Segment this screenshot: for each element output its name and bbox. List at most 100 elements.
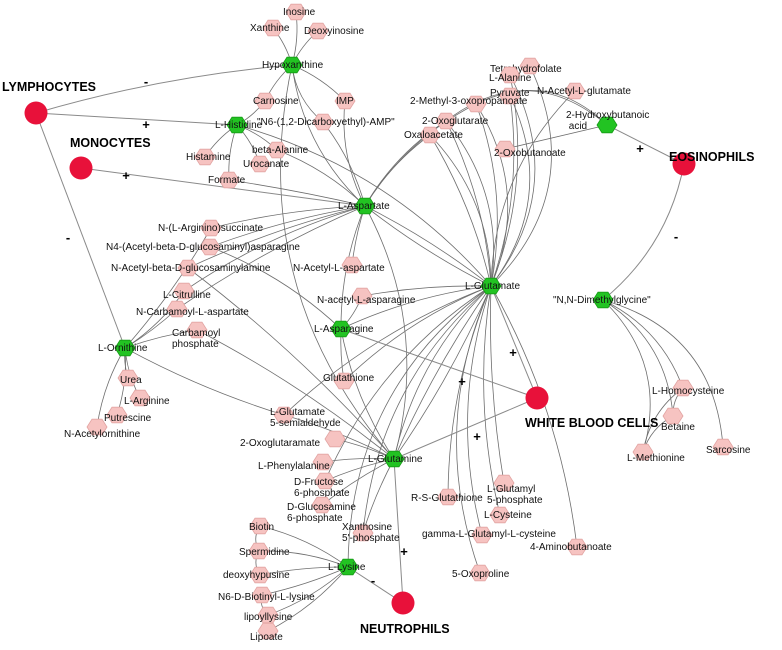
metabolite-node-spermidine[interactable]: Spermidine xyxy=(239,542,290,560)
metabolite-node-biotinyllysine[interactable]: N6-D-Biotinyl-L-lysine xyxy=(218,586,315,604)
hub-node-lysine[interactable]: L-Lysine xyxy=(328,558,366,576)
association-edge-lymphocytes-histidine xyxy=(35,112,238,126)
reaction-edge-dmg-sarcosine-65 xyxy=(602,299,724,448)
reaction-edge-glutamate-acetylasparagine-44 xyxy=(361,285,492,297)
metabolite-node-sarcosine[interactable]: Sarcosine xyxy=(706,438,751,456)
metabolite-node-thf[interactable]: Tetrahydrofolate xyxy=(490,57,562,75)
hub-node-histidine[interactable]: L-Histidine xyxy=(215,116,263,134)
hub-node-dmg[interactable]: "N,N-Dimethylglycine" xyxy=(553,291,651,309)
metabolite-node-urea[interactable]: Urea xyxy=(117,369,142,387)
metabolite-hexagon-oxoglutaramate xyxy=(324,430,346,448)
metabolite-node-oxobutanoate[interactable]: 2-Oxobutanoate xyxy=(494,140,566,159)
metabolite-node-deoxyhypusine[interactable]: deoxyhypusine xyxy=(223,566,290,584)
metabolite-node-betaine[interactable]: Betaine xyxy=(661,407,695,433)
metabolite-node-oxoproline[interactable]: 5-Oxoproline xyxy=(452,564,510,582)
hub-node-ornithine[interactable]: L-Ornithine xyxy=(98,339,148,357)
metabolite-node-citrulline[interactable]: L-Citrulline xyxy=(163,282,211,301)
metabolite-node-deoxyinosine[interactable]: Deoxyinosine xyxy=(304,22,364,40)
reaction-edge-aspartate-glutamine-29 xyxy=(364,205,408,460)
metabolite-node-histamine[interactable]: Histamine xyxy=(186,148,231,166)
metabolite-node-methyloxo[interactable]: 2-Methyl-3-oxopropanoate xyxy=(410,95,528,113)
metabolite-node-methionine[interactable]: L-Methionine xyxy=(627,443,685,464)
metabolite-hexagon-carnosine xyxy=(254,92,276,110)
hub-hexagon-ornithine xyxy=(114,339,136,357)
metabolite-hexagon-imp xyxy=(334,92,356,110)
metabolite-node-homocysteine[interactable]: L-Homocysteine xyxy=(652,379,725,397)
hub-node-glutamate[interactable]: L-Glutamate xyxy=(465,277,520,295)
hub-node-hydroxybut[interactable]: 2-Hydroxybutanoic acid xyxy=(566,110,649,134)
metabolite-node-acetylasparagine[interactable]: N-acetyl-L-asparagine xyxy=(317,287,416,306)
hub-node-asparagine[interactable]: L-Asparagine xyxy=(314,320,374,338)
metabolite-hexagon-n4acetyl xyxy=(199,238,221,256)
metabolite-node-arginine[interactable]: L-Arginine xyxy=(124,389,170,407)
reaction-edge-glutamate-oxoglutarate-35 xyxy=(445,120,494,287)
metabolite-node-glutathione[interactable]: Glutathione xyxy=(323,372,375,390)
metabolite-node-phenylalanine[interactable]: L-Phenylalanine xyxy=(258,453,334,472)
reaction-edge-aspartate-n4acetyl-21 xyxy=(209,205,366,248)
metabolite-label-biotin: Biotin xyxy=(249,522,274,533)
metabolite-node-oxoglutaramate[interactable]: 2-Oxoglutaramate xyxy=(240,430,346,449)
metabolite-node-inosine[interactable]: Inosine xyxy=(283,3,316,21)
hub-hexagon-glutamine xyxy=(383,450,405,468)
metabolite-node-acetylglutamate[interactable]: N-Acetyl-L-glutamate xyxy=(537,82,631,100)
metabolite-node-pyruvate[interactable]: Pyruvate xyxy=(490,87,530,105)
sign-s_wbc_asn: + xyxy=(458,374,466,389)
metabolite-node-gammaglutamyl[interactable]: gamma-L-Glutamyl-L-cysteine xyxy=(422,526,556,544)
metabolite-node-n4acetyl[interactable]: N4-(Acetyl-beta-D-glucosaminyl)asparagin… xyxy=(106,238,300,256)
hub-label-histidine: L-Histidine xyxy=(215,120,263,131)
cell-label-eosinophils: EOSINOPHILS xyxy=(669,150,754,164)
hub-hexagon-hypoxanthine xyxy=(281,56,303,74)
metabolite-node-lipoate[interactable]: Lipoate xyxy=(250,622,283,643)
metabolite-node-lipoyllysine[interactable]: lipoyllysine xyxy=(244,606,293,624)
cell-circle-neutrophils xyxy=(391,591,415,615)
metabolite-label-arginosuccinate: N-(L-Arginino)succinate xyxy=(158,223,263,234)
metabolite-node-oxaloacetate[interactable]: Oxaloacetate xyxy=(404,126,463,144)
metabolite-node-formate[interactable]: Formate xyxy=(208,171,246,189)
metabolite-node-arginosuccinate[interactable]: N-(L-Arginino)succinate xyxy=(158,219,263,237)
metabolite-node-aminobutanoate[interactable]: 4-Aminobutanoate xyxy=(530,538,612,556)
metabolite-node-urocanate[interactable]: Urocanate xyxy=(243,155,290,173)
reaction-edges xyxy=(96,11,724,632)
metabolite-node-rsglutathione[interactable]: R-S-Glutathione xyxy=(411,488,483,506)
cell-node-eosinophils[interactable]: EOSINOPHILS xyxy=(669,150,754,176)
hub-node-glutamine[interactable]: L-Glutamine xyxy=(368,450,423,468)
cell-node-wbc[interactable]: WHITE BLOOD CELLS xyxy=(525,386,658,431)
metabolite-node-oxoglutarate[interactable]: 2-Oxoglutarate xyxy=(422,112,489,130)
metabolite-node-imp[interactable]: IMP xyxy=(334,92,356,110)
metabolite-hexagon-glutamyl5p xyxy=(493,474,515,492)
cell-label-wbc: WHITE BLOOD CELLS xyxy=(525,416,658,430)
metabolite-node-carnosine[interactable]: Carnosine xyxy=(253,92,299,110)
cell-node-lymphocytes[interactable]: LYMPHOCYTES xyxy=(2,80,96,125)
metabolite-node-putrescine[interactable]: Putrescine xyxy=(104,406,152,424)
metabolite-node-cysteine[interactable]: L-Cysteine xyxy=(484,506,532,524)
metabolite-node-biotin[interactable]: Biotin xyxy=(249,517,274,535)
metabolite-node-acetylornithine[interactable]: N-Acetylornithine xyxy=(64,418,141,440)
metabolite-label-formate: Formate xyxy=(208,175,246,186)
metabolite-node-xanthine[interactable]: Xanthine xyxy=(250,19,290,37)
hub-node-hypoxanthine[interactable]: Hypoxanthine xyxy=(262,56,324,74)
metabolite-node-lalanine[interactable]: L-Alanine xyxy=(489,66,532,84)
reaction-edge-glutamate-xanthosine5p-57 xyxy=(362,285,492,534)
metabolite-label-carbamoylaspartate: N-Carbamoyl-L-aspartate xyxy=(136,307,249,318)
metabolite-label-betaalanine: beta-Alanine xyxy=(252,145,309,156)
metabolite-node-n6dicarboxy[interactable]: "N6-(1,2-Dicarboxyethyl)-AMP" xyxy=(257,113,395,131)
metabolite-node-acetylaspartate[interactable]: N-Acetyl-L-aspartate xyxy=(293,256,385,274)
hub-label-dmg: "N,N-Dimethylglycine" xyxy=(553,295,651,306)
sign-s_eos_dmg: - xyxy=(674,229,678,244)
metabolite-node-carbamoylaspartate[interactable]: N-Carbamoyl-L-aspartate xyxy=(136,300,249,318)
metabolite-node-betaalanine[interactable]: beta-Alanine xyxy=(252,141,309,159)
cell-node-monocytes[interactable]: MONOCYTES xyxy=(69,136,151,180)
reaction-edge-glutamate-lalanine-32 xyxy=(490,74,536,287)
sign-s_wbc_gln: + xyxy=(473,429,481,444)
association-signs: -+-++-++++- xyxy=(66,74,678,588)
metabolite-node-nacetylglucosaminylamine[interactable]: N-Acetyl-beta-D-glucosaminylamine xyxy=(111,259,271,277)
hub-node-aspartate[interactable]: L-Aspartate xyxy=(338,197,390,215)
cell-node-neutrophils[interactable]: NEUTROPHILS xyxy=(360,591,450,637)
